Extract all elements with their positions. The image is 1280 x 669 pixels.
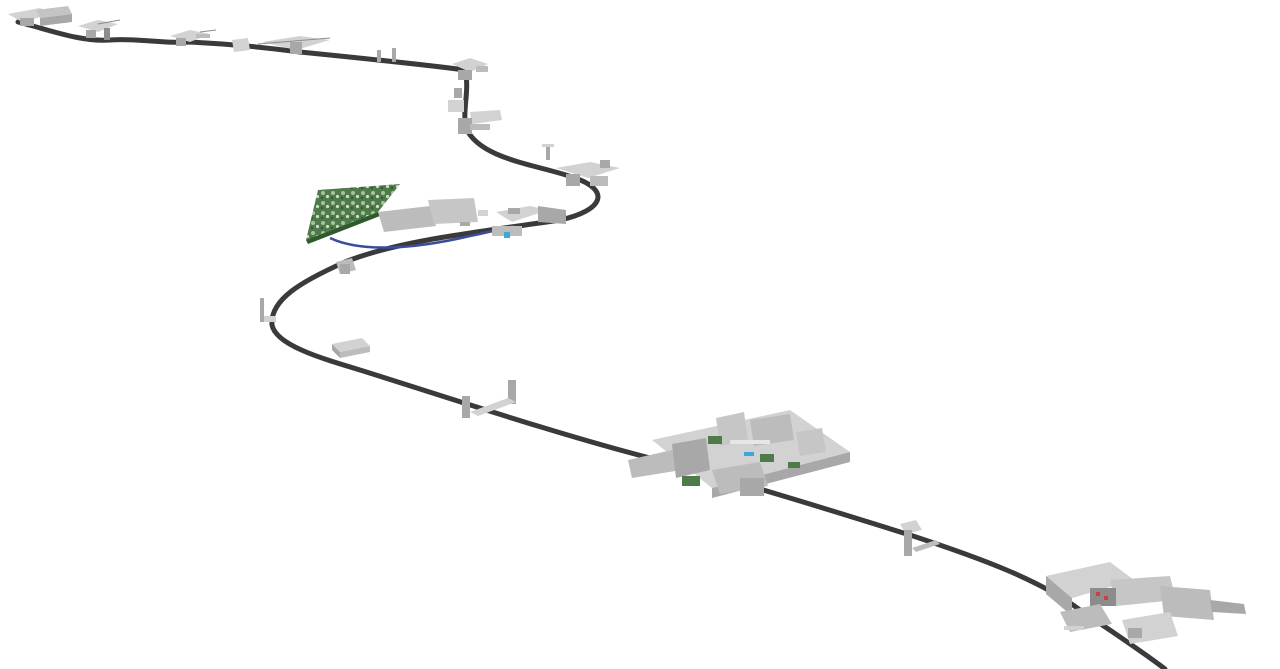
accelerator-tunnel (15, 19, 1168, 669)
vegetated-site (306, 184, 400, 244)
surface-site-far-right (1046, 562, 1246, 644)
surface-site-1 (8, 6, 72, 26)
surface-site-6 (556, 160, 620, 186)
access-shaft-6 (462, 380, 516, 418)
access-shaft-7 (900, 520, 940, 556)
access-shaft-5 (332, 338, 370, 358)
surface-site-2 (78, 19, 121, 40)
access-shaft-3 (336, 258, 356, 274)
campus-buildings (378, 198, 566, 238)
surface-site-4 (232, 36, 331, 54)
main-campus-site (628, 410, 850, 498)
access-shaft-2 (542, 144, 554, 160)
surface-site-3 (170, 29, 217, 46)
access-shaft-1 (377, 48, 396, 62)
surface-site-5 (448, 58, 502, 134)
access-shaft-4 (260, 298, 276, 322)
